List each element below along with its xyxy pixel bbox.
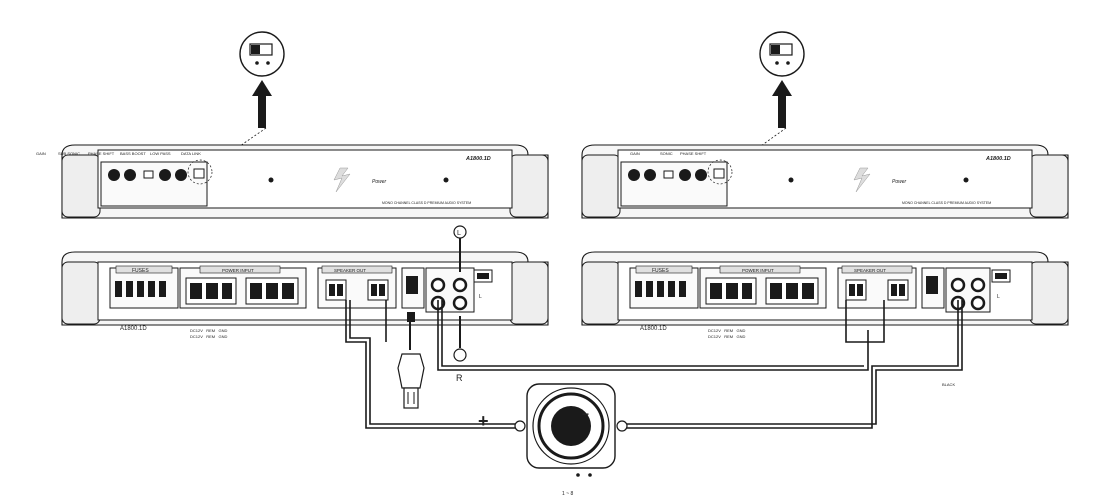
model-text: A1800.1D bbox=[640, 326, 667, 332]
fuses-label: FUSES bbox=[132, 268, 149, 274]
control-label-sonic: SONIC bbox=[660, 151, 673, 156]
model-text: A1800.1D bbox=[465, 156, 491, 162]
speaker-caption: 1 ~ 8 bbox=[562, 491, 573, 497]
power-input-label: POWER INPUT bbox=[742, 268, 774, 273]
brand-text: Power bbox=[372, 179, 387, 185]
fuses-label: FUSES bbox=[652, 268, 669, 274]
minus-label: − bbox=[582, 407, 589, 421]
power-terminal-labels: DC12V REM GND bbox=[708, 328, 745, 333]
control-label-low-pass: LOW PASS bbox=[150, 151, 171, 156]
control-label-gain: GAIN bbox=[36, 151, 46, 156]
plus-label: + bbox=[478, 411, 489, 431]
switch-callout-left bbox=[239, 31, 285, 77]
power-terminal-labels: DC12V REM GND bbox=[190, 334, 227, 339]
amp-top-left: Power A1800.1D MONO CHANNEL CLASS D PREM… bbox=[36, 144, 549, 219]
speaker-wiring bbox=[345, 300, 963, 429]
control-label-subsonic: SUB SONIC bbox=[58, 151, 80, 156]
rca-l-label: L bbox=[479, 294, 482, 300]
power-input-label: POWER INPUT bbox=[222, 268, 254, 273]
rca-l-label: L bbox=[997, 294, 1000, 300]
rca-plug-top: L bbox=[453, 225, 467, 272]
subwoofer bbox=[514, 383, 628, 477]
amp-top-right: Power A1800.1D MONO CHANNEL CLASS D PREM… bbox=[581, 144, 1069, 219]
amp-bottom-right: FUSES POWER INPUT SPEAKER OUT bbox=[581, 251, 1069, 339]
black-label: BLACK bbox=[942, 382, 955, 387]
control-label-data-link: DATA LINK bbox=[181, 151, 201, 156]
rca-plug-bottom bbox=[453, 316, 467, 362]
switch-callout-right bbox=[759, 31, 805, 77]
subtitle-text: MONO CHANNEL CLASS D PREMIUM AUDIO SYSTE… bbox=[382, 201, 471, 205]
control-label-phase-shift: PHASE SHIFT bbox=[88, 151, 115, 156]
speaker-out-label: SPEAKER OUT bbox=[854, 268, 886, 273]
remote-connector bbox=[397, 312, 425, 409]
subtitle-text: MONO CHANNEL CLASS D PREMIUM AUDIO SYSTE… bbox=[902, 201, 991, 205]
r-label: R bbox=[456, 373, 463, 383]
speaker-out-label: SPEAKER OUT bbox=[334, 268, 366, 273]
power-terminal-labels: DC12V REM GND bbox=[190, 328, 227, 333]
model-text: A1800.1D bbox=[985, 156, 1011, 162]
amp-bottom-left: FUSES POWER INPUT SPEAKER OUT bbox=[61, 251, 549, 339]
control-label-gain: GAIN bbox=[630, 151, 640, 156]
control-label-phase-shift: PHASE SHIFT bbox=[680, 151, 707, 156]
rca-top-label: L bbox=[457, 230, 461, 237]
brand-text: Power bbox=[892, 179, 907, 185]
power-terminal-labels: DC12V REM GND bbox=[708, 334, 745, 339]
arrow-up-icon bbox=[207, 80, 272, 169]
model-text: A1800.1D bbox=[120, 326, 147, 332]
control-label-bass-boost: BASS BOOST bbox=[120, 151, 146, 156]
